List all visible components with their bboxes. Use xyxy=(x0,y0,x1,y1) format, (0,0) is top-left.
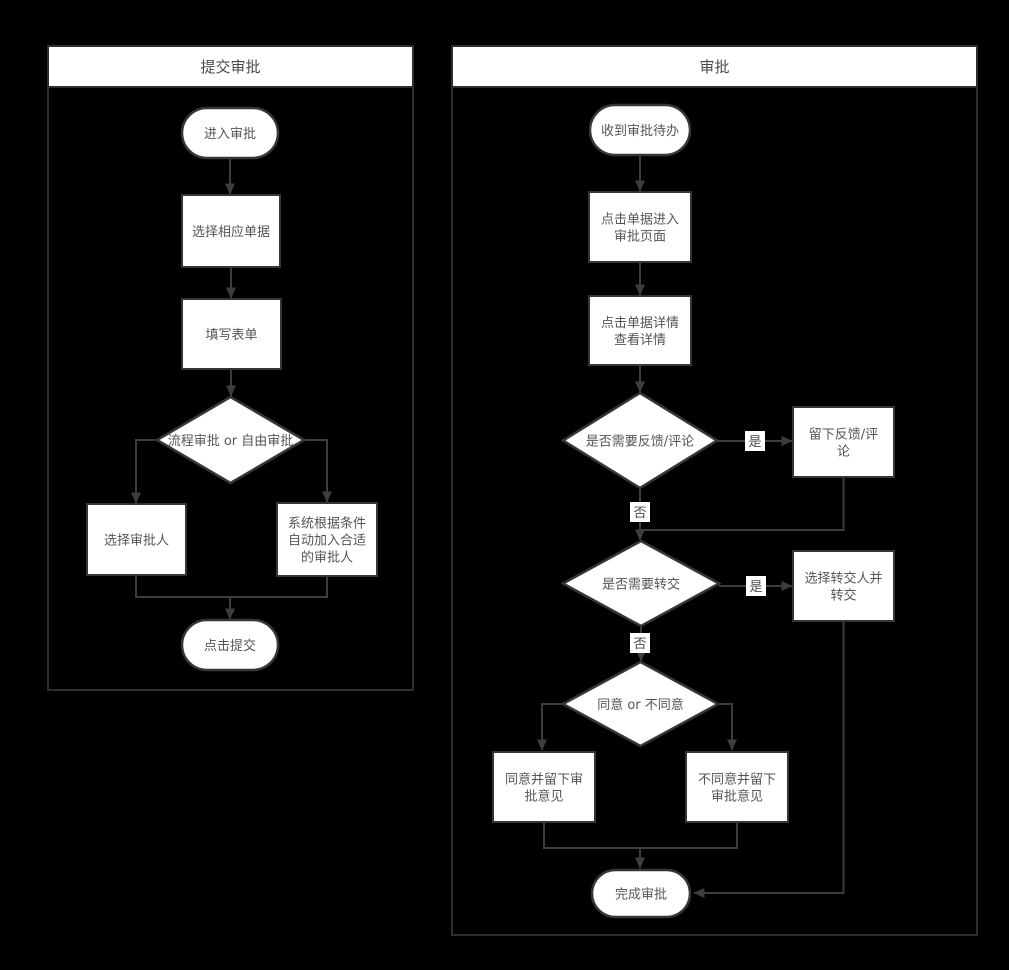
diamond-shape xyxy=(560,539,722,628)
edge-label-text: 否 xyxy=(633,637,646,652)
node-label: 同意 or 不同意 xyxy=(597,697,684,713)
node-label: 同意并留下审批意见 xyxy=(505,771,583,804)
edge-label-feedback-no: 否 xyxy=(630,502,650,522)
node-label: 点击提交 xyxy=(204,638,256,654)
node-flow-or-free-decision: 流程审批 or 自由审批 xyxy=(154,395,307,485)
node-label: 点击单据进入审批页面 xyxy=(601,212,679,244)
edge-leave-feedback-return xyxy=(640,477,845,531)
node-enter-approval: 进入审批 xyxy=(180,106,280,160)
node-fill-form: 填写表单 xyxy=(181,298,282,370)
diamond-shape xyxy=(560,391,720,490)
edge-label-transfer-yes: 是 xyxy=(746,576,766,596)
lane-header-submit-approval xyxy=(47,45,414,88)
edge-decision-to-auto xyxy=(304,439,332,503)
node-label: 选择转交人并转交 xyxy=(804,570,882,603)
node-label: 进入审批 xyxy=(204,127,256,142)
node-label: 是否需要反馈/评论 xyxy=(586,434,694,449)
node-pick-approver: 选择审批人 xyxy=(86,503,187,576)
rect-shape xyxy=(276,502,378,577)
lane-title-submit-approval: 提交审批 xyxy=(200,58,260,76)
edge-label-bg xyxy=(630,633,650,653)
edge-label-text: 是 xyxy=(749,580,762,595)
node-finish-approval: 完成审批 xyxy=(590,868,692,919)
pill-shape xyxy=(590,868,692,919)
node-label: 流程审批 or 自由审批 xyxy=(168,434,294,449)
node-label: 不同意并留下审批意见 xyxy=(698,771,776,804)
node-agree-with-comment: 同意并留下审批意见 xyxy=(492,751,596,823)
node-choose-document: 选择相应单据 xyxy=(181,194,281,268)
node-need-transfer-decision: 是否需要转交 xyxy=(560,539,722,628)
edge-label-text: 否 xyxy=(633,506,646,521)
node-label: 是否需要转交 xyxy=(602,576,680,592)
rect-shape xyxy=(181,194,281,268)
lane-approval: 审批 xyxy=(451,45,978,936)
pill-shape xyxy=(180,618,280,672)
rect-shape xyxy=(181,298,282,370)
node-label: 收到审批待办 xyxy=(601,124,679,139)
node-label: 点击单据详情查看详情 xyxy=(601,316,679,348)
rect-shape xyxy=(86,503,187,576)
lane-submit-approval: 提交审批 xyxy=(47,45,414,691)
edge-agree-merge xyxy=(543,822,738,849)
edge-label-feedback-yes: 是 xyxy=(745,431,765,451)
node-auto-add-approver: 系统根据条件自动加入合适的审批人 xyxy=(276,502,378,577)
node-open-approval-page: 点击单据进入审批页面 xyxy=(588,191,692,263)
node-label: 选择审批人 xyxy=(104,533,169,548)
node-label: 留下反馈/评论 xyxy=(809,427,878,459)
diamond-shape xyxy=(154,395,307,485)
node-label: 系统根据条件自动加入合适的审批人 xyxy=(288,515,366,565)
node-receive-todo: 收到审批待办 xyxy=(588,103,692,157)
node-view-detail: 点击单据详情查看详情 xyxy=(588,295,692,366)
edge-label-text: 是 xyxy=(748,435,761,450)
rect-shape xyxy=(588,191,692,263)
rect-shape xyxy=(685,751,789,823)
rect-shape xyxy=(492,751,596,823)
rect-shape xyxy=(792,406,895,478)
edge-label-bg xyxy=(746,576,766,596)
rect-shape xyxy=(588,295,692,366)
diamond-shape xyxy=(560,660,721,748)
edge-label-bg xyxy=(630,502,650,522)
node-agree-decision: 同意 or 不同意 xyxy=(560,660,721,748)
node-leave-feedback: 留下反馈/评论 xyxy=(792,406,895,478)
node-label: 完成审批 xyxy=(615,887,667,902)
pill-shape xyxy=(588,103,692,157)
rect-shape xyxy=(792,550,895,622)
lane-title-approval: 审批 xyxy=(699,58,729,76)
node-label: 选择相应单据 xyxy=(192,224,270,240)
edge-transfer-to-finish xyxy=(693,621,845,898)
node-disagree-with-comment: 不同意并留下审批意见 xyxy=(685,751,789,823)
node-pick-transferee: 选择转交人并转交 xyxy=(792,550,895,622)
edge-agree-right-branch xyxy=(718,703,737,751)
node-click-submit: 点击提交 xyxy=(180,618,280,672)
lane-header-approval xyxy=(451,45,978,88)
pill-shape xyxy=(180,106,280,160)
node-label: 填写表单 xyxy=(205,328,257,343)
edge-label-bg xyxy=(745,431,765,451)
node-need-feedback-decision: 是否需要反馈/评论 xyxy=(560,391,720,490)
edge-label-transfer-no: 否 xyxy=(630,633,650,653)
edge-pick-auto-merge xyxy=(135,575,328,598)
edge-agree-left-branch xyxy=(537,703,563,751)
edge-decision-to-pick xyxy=(131,439,157,504)
